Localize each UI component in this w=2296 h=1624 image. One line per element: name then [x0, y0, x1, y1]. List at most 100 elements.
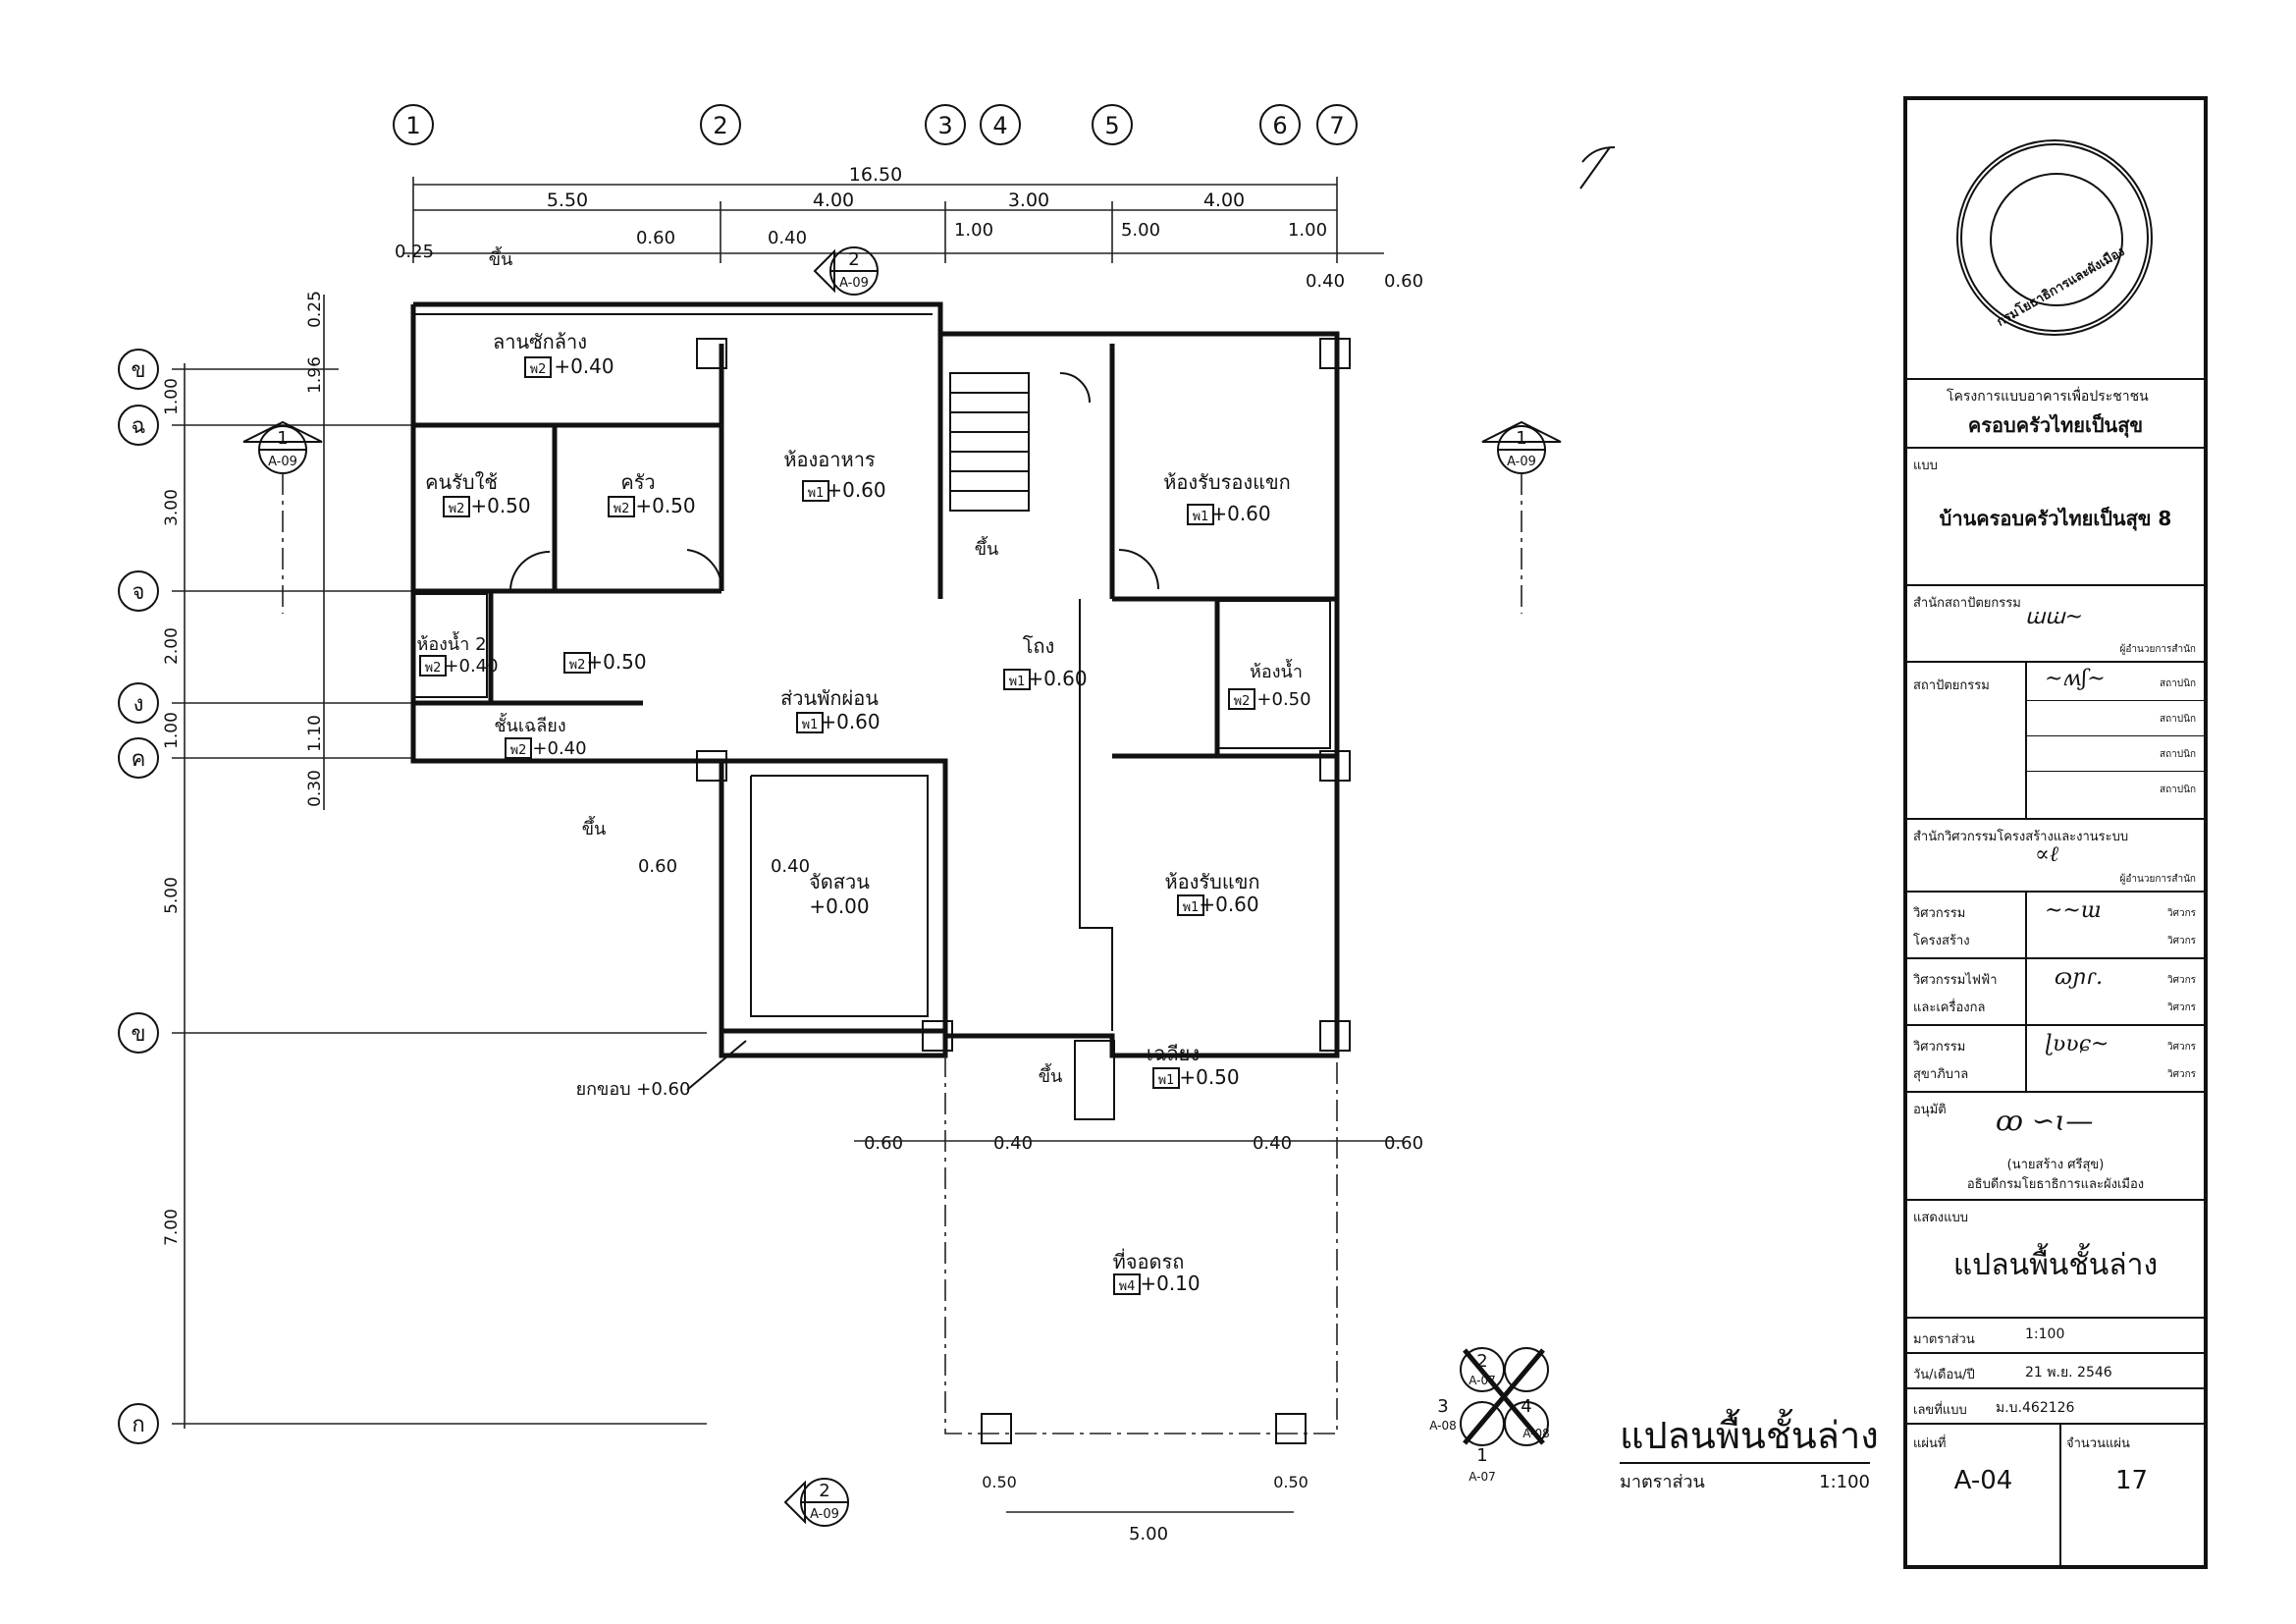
type-name: บ้านครอบครัวไทยเป็นสุข 8 — [1939, 507, 2172, 530]
drawing-name: แปลนพื้นชั้นล่าง — [1952, 1248, 2159, 1282]
svg-text:จัดสวน: จัดสวน — [809, 870, 870, 893]
sheet-number: A-04 — [1953, 1466, 2013, 1495]
room-kitchen: ครัว พ2 +0.50 — [608, 470, 696, 517]
type-label: แบบ — [1913, 459, 1938, 473]
section-marker-right: 1 A-09 — [1481, 420, 1562, 614]
svg-text:ที่จอดรถ: ที่จอดรถ — [1113, 1248, 1185, 1273]
signature-structural: ~~ɯ — [2045, 898, 2102, 923]
svg-text:+0.40: +0.40 — [444, 656, 498, 677]
section-marker-left: 1 A-09 — [242, 420, 323, 614]
svg-text:1.96: 1.96 — [305, 356, 325, 394]
svg-text:4.00: 4.00 — [1203, 189, 1245, 211]
svg-text:1: 1 — [1476, 1445, 1487, 1466]
svg-text:0.60: 0.60 — [636, 228, 675, 248]
grid-bubbles-left: ข ฉ จ ง ค ข ก — [118, 349, 159, 1444]
svg-text:+0.40: +0.40 — [554, 354, 614, 378]
svg-text:A-08: A-08 — [1522, 1427, 1550, 1440]
signature-eng-head: ∝ℓ — [2035, 842, 2059, 867]
drawing-title: แปลนพื้นชั้นล่าง มาตราส่วน 1:100 — [1620, 1408, 1879, 1492]
svg-text:โถง: โถง — [1023, 634, 1055, 658]
svg-text:พ1: พ1 — [1009, 675, 1026, 689]
project-label: โครงการแบบอาคารเพื่อประชาชน — [1947, 389, 2149, 405]
svg-text:0.50: 0.50 — [1273, 1473, 1308, 1491]
svg-text:0.40: 0.40 — [993, 1133, 1033, 1154]
svg-text:1.00: 1.00 — [162, 378, 182, 415]
svg-text:A-09: A-09 — [810, 1507, 839, 1522]
scale-value: 1:100 — [2025, 1326, 2065, 1342]
signature-electrical: ɷɲɾ. — [2055, 965, 2104, 990]
room-dining: ห้องอาหาร พ1 +0.60 — [783, 448, 886, 502]
label-up-3: ขึ้น — [1039, 1063, 1063, 1087]
label-stair-up: ขึ้น — [975, 536, 999, 560]
total-sheets: 17 — [2114, 1466, 2149, 1495]
svg-text:1: 1 — [277, 428, 288, 449]
svg-text:พ2: พ2 — [530, 362, 547, 377]
architect-label: สถาปัตยกรรม — [1913, 678, 1990, 693]
svg-text:5.50: 5.50 — [547, 189, 588, 211]
svg-text:1:100: 1:100 — [1819, 1472, 1870, 1492]
approver-name: (นายสร้าง ศรีสุข) — [2006, 1158, 2105, 1172]
svg-text:ลานซักล้าง: ลานซักล้าง — [493, 330, 587, 353]
signature-approver: ꝏ ∽ɩ— — [1996, 1105, 2094, 1137]
svg-text:ห้องรับรองแขก: ห้องรับรองแขก — [1163, 470, 1291, 494]
svg-text:5.00: 5.00 — [1121, 220, 1160, 241]
svg-text:1: 1 — [405, 112, 420, 139]
svg-text:+0.60: +0.60 — [1199, 893, 1258, 916]
pen-mark — [1579, 146, 1616, 189]
svg-text:พ2: พ2 — [510, 743, 527, 758]
office-eng: สำนักวิศวกรรมโครงสร้างและงานระบบ — [1913, 830, 2129, 844]
svg-text:5.00: 5.00 — [1129, 1524, 1168, 1544]
svg-text:0.60: 0.60 — [638, 856, 677, 877]
room-maid: คนรับใช้ พ2 +0.50 — [425, 470, 531, 517]
svg-text:0.25: 0.25 — [305, 291, 325, 328]
svg-text:ครัว: ครัว — [620, 470, 655, 494]
approve-label: อนุมัติ — [1913, 1103, 1947, 1117]
svg-text:4.00: 4.00 — [813, 189, 854, 211]
drawing-number: ม.บ.462126 — [1996, 1400, 2075, 1416]
room-terrace-service: ชั้นเฉลียง พ2 +0.40 — [494, 713, 587, 759]
svg-text:3.00: 3.00 — [162, 489, 182, 526]
room-porch: เฉลียง พ1 +0.50 — [1147, 1042, 1240, 1089]
svg-text:พ2: พ2 — [449, 502, 465, 516]
grid-bubble-1: 1 — [393, 104, 434, 145]
grid-bubble-6: 6 — [1259, 104, 1301, 145]
svg-text:เฉลียง: เฉลียง — [1147, 1042, 1200, 1065]
svg-text:+0.60: +0.60 — [1027, 667, 1087, 690]
svg-text:4: 4 — [992, 112, 1007, 139]
svg-text:พ1: พ1 — [1158, 1073, 1175, 1088]
svg-text:พ1: พ1 — [1193, 510, 1209, 524]
svg-text:+0.60: +0.60 — [826, 478, 885, 502]
svg-text:+0.50: +0.50 — [470, 494, 530, 517]
dimension-lines-top: 16.50 5.50 4.00 3.00 4.00 0.25 0.60 0.40… — [395, 164, 1423, 292]
svg-text:ส่วนพักผ่อน: ส่วนพักผ่อน — [780, 686, 879, 710]
svg-text:0.60: 0.60 — [864, 1133, 903, 1154]
project-name: ครอบครัวไทยเป็นสุข — [1967, 413, 2144, 437]
svg-text:+0.00: +0.00 — [809, 894, 869, 918]
svg-text:0.40: 0.40 — [1306, 271, 1345, 292]
svg-text:A-09: A-09 — [839, 276, 869, 291]
svg-text:+0.60: +0.60 — [820, 710, 880, 733]
svg-text:A-07: A-07 — [1468, 1374, 1496, 1387]
walls — [410, 301, 1351, 1444]
svg-text:0.60: 0.60 — [1384, 271, 1423, 292]
approver-title: อธิบดีกรมโยธาธิการและผังเมือง — [1966, 1177, 2145, 1192]
svg-text:ห้องน้ำ: ห้องน้ำ — [1250, 659, 1303, 682]
svg-text:16.50: 16.50 — [849, 164, 902, 186]
svg-text:A-09: A-09 — [1507, 455, 1536, 469]
svg-text:7: 7 — [1329, 112, 1344, 139]
svg-text:ห้องน้ำ 2: ห้องน้ำ 2 — [416, 631, 486, 655]
svg-text:0.60: 0.60 — [1384, 1133, 1423, 1154]
svg-text:+0.50: +0.50 — [1256, 689, 1310, 710]
room-bath-2: ห้องน้ำ 2 พ2 +0.40 — [416, 631, 499, 677]
room-living: ห้องรับแขก พ1 +0.60 — [1164, 870, 1260, 916]
svg-text:+0.50: +0.50 — [586, 650, 646, 674]
room-family: ห้องรับรองแขก พ1 +0.60 — [1163, 470, 1291, 525]
svg-text:7.00: 7.00 — [162, 1209, 182, 1246]
svg-text:พ2: พ2 — [569, 658, 586, 673]
label-up-1: ขึ้น — [489, 246, 513, 270]
section-marker-top: 2 A-09 — [813, 246, 879, 296]
svg-text:5.00: 5.00 — [162, 877, 182, 914]
room-service-hall: พ2 +0.50 — [563, 650, 647, 674]
svg-text:จ: จ — [133, 580, 145, 605]
office-arch: สำนักสถาปัตยกรรม — [1913, 596, 2021, 611]
